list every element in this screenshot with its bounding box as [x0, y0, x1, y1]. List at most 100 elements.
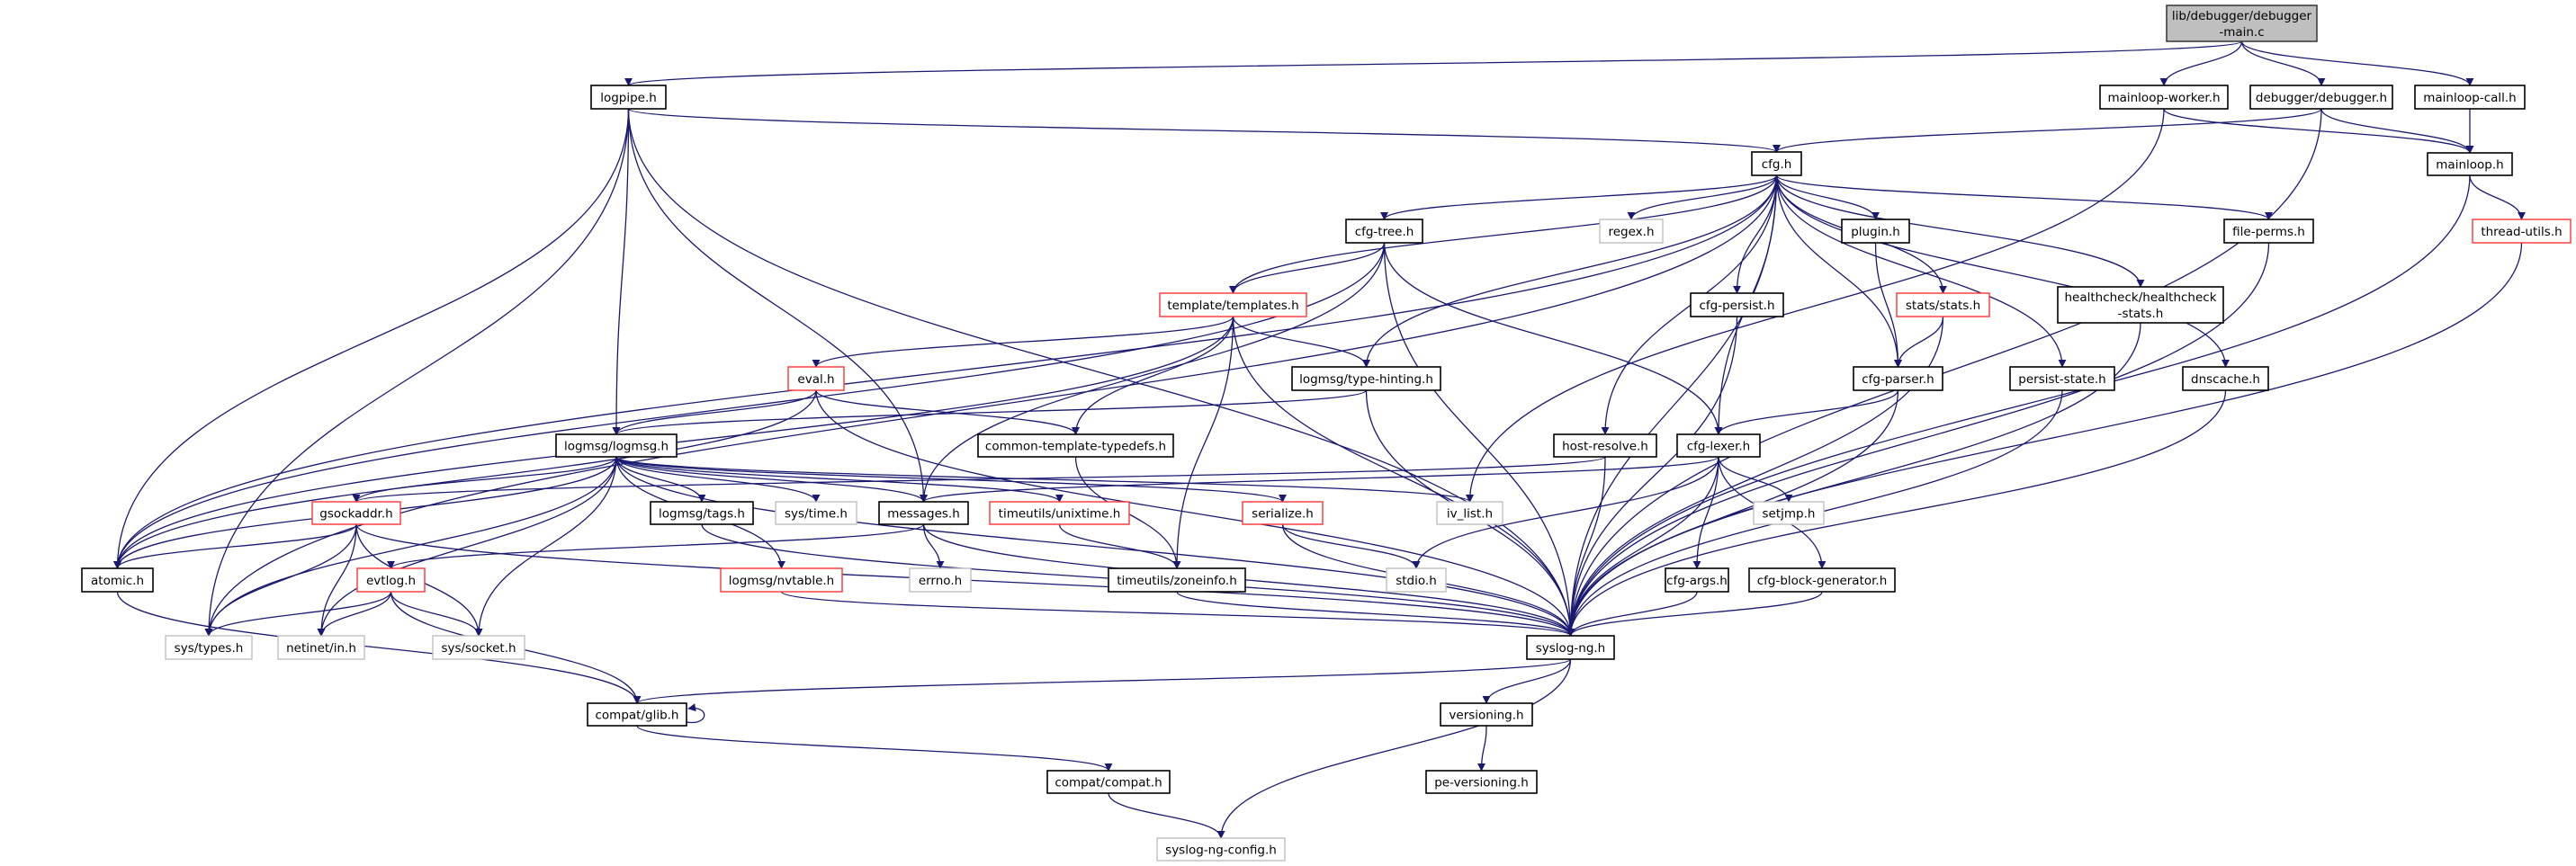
edge-syslog-ng-to-compat-glib — [633, 658, 1572, 704]
node-box — [1242, 501, 1324, 525]
node-box — [277, 635, 365, 660]
node-box — [2249, 85, 2393, 110]
node-box — [2223, 219, 2314, 244]
node-label: eval.h — [797, 372, 834, 387]
node-persist-state[interactable]: persist-state.h — [2009, 366, 2115, 391]
node-label: atomic.h — [91, 574, 144, 588]
node-debugger[interactable]: debugger/debugger.h — [2249, 85, 2393, 110]
node-iv-list: iv_list.h — [1436, 501, 1503, 525]
node-unixtime[interactable]: timeutils/unixtime.h — [989, 501, 1130, 525]
node-logmsg[interactable]: logmsg/logmsg.h — [555, 433, 678, 458]
node-cfg-tree[interactable]: cfg-tree.h — [1345, 219, 1423, 244]
edge-cfg-tree-to-messages — [920, 242, 1386, 503]
node-gsockaddr[interactable]: gsockaddr.h — [311, 501, 401, 525]
node-mainloop-worker[interactable]: mainloop-worker.h — [2099, 85, 2229, 110]
node-serialize[interactable]: serialize.h — [1242, 501, 1324, 525]
node-plugin[interactable]: plugin.h — [1841, 219, 1910, 244]
node-host-resolve[interactable]: host-resolve.h — [1553, 433, 1657, 458]
edge-messages-to-syslog-ng — [922, 523, 1575, 637]
node-compat-glib[interactable]: compat/glib.h — [587, 702, 687, 727]
node-box — [775, 501, 857, 525]
node-versioning[interactable]: versioning.h — [1440, 702, 1533, 727]
node-label: -main.c — [2219, 25, 2264, 40]
node-label: sys/types.h — [175, 641, 244, 656]
node-atomic[interactable]: atomic.h — [81, 567, 154, 593]
node-logpipe[interactable]: logpipe.h — [590, 85, 667, 110]
node-file-perms[interactable]: file-perms.h — [2223, 219, 2314, 244]
node-thread-utils[interactable]: thread-utils.h — [2472, 219, 2572, 244]
node-messages[interactable]: messages.h — [878, 501, 969, 525]
node-label: logmsg/tags.h — [659, 507, 745, 522]
node-root[interactable]: lib/debugger/debugger -main.c — [2166, 4, 2318, 42]
node-zoneinfo[interactable]: timeutils/zoneinfo.h — [1108, 567, 1246, 593]
node-box — [1386, 567, 1447, 593]
edge-templates-to-zoneinfo — [1172, 316, 1234, 569]
edge-logmsg-to-tags — [615, 456, 706, 503]
node-netinet-in: netinet/in.h — [277, 635, 365, 660]
node-box — [1291, 366, 1441, 391]
edge-evtlog-to-netinet-in — [317, 591, 392, 637]
node-tags[interactable]: logmsg/tags.h — [650, 501, 754, 525]
edge-logmsg-to-iv-list — [615, 456, 1474, 503]
node-syslog-ng-config: syslog-ng-config.h — [1156, 837, 1286, 862]
edge-logmsg-to-messages — [615, 456, 928, 503]
edge-logpipe-to-cfg — [627, 108, 1781, 153]
edge-root-to-debugger — [2240, 40, 2326, 86]
node-box — [989, 501, 1130, 525]
node-label: dnscache.h — [2191, 372, 2260, 387]
node-box — [311, 501, 401, 525]
node-box — [2009, 366, 2115, 391]
node-box — [878, 501, 969, 525]
edge-plugin-to-cfg-parser — [1874, 242, 1902, 368]
node-label: messages.h — [887, 507, 960, 522]
edge-cfg-to-persist-state — [1775, 174, 2067, 368]
node-healthcheck[interactable]: healthcheck/healthcheck-stats.h — [2057, 286, 2224, 324]
edge-host-resolve-to-gsockaddr — [352, 456, 1606, 503]
node-mainloop[interactable]: mainloop.h — [2427, 152, 2513, 176]
node-mainloop-call[interactable]: mainloop-call.h — [2414, 85, 2526, 110]
edge-logmsg-to-serialize — [615, 456, 1287, 503]
node-box — [720, 567, 843, 593]
edge-host-resolve-to-syslog-ng — [1566, 456, 1606, 637]
node-pe-versioning[interactable]: pe-versioning.h — [1425, 770, 1538, 794]
edge-cfg-to-healthcheck — [1775, 174, 2145, 288]
node-eval[interactable]: eval.h — [787, 366, 845, 391]
edge-root-to-mainloop-worker — [2159, 40, 2243, 86]
edge-cfg-lexer-to-syslog-ng — [1566, 456, 1719, 637]
node-compat-compat[interactable]: compat/compat.h — [1046, 770, 1171, 794]
node-label: serialize.h — [1252, 507, 1314, 522]
node-box — [650, 501, 754, 525]
node-syslog-ng[interactable]: syslog-ng.h — [1526, 635, 1615, 660]
node-cfg-args[interactable]: cfg-args.h — [1665, 567, 1729, 593]
node-label: logmsg/nvtable.h — [729, 574, 834, 588]
node-sys-socket: sys/socket.h — [432, 635, 525, 660]
node-label: persist-state.h — [2018, 372, 2105, 387]
edge-cfg-to-file-perms — [1775, 174, 2273, 220]
node-common-template-typedefs[interactable]: common-template-typedefs.h — [977, 433, 1174, 458]
node-cfg-lexer[interactable]: cfg-lexer.h — [1676, 433, 1761, 458]
edge-logmsg-to-netinet-in — [317, 456, 617, 637]
node-label: thread-utils.h — [2481, 225, 2562, 239]
node-label: mainloop-worker.h — [2107, 91, 2220, 105]
node-box — [977, 433, 1174, 458]
edge-mainloop-worker-to-mainloop — [2163, 108, 2474, 154]
node-dnscache[interactable]: dnscache.h — [2182, 366, 2269, 391]
node-cfg-parser[interactable]: cfg-parser.h — [1853, 366, 1943, 391]
node-cfg-block-generator[interactable]: cfg-block-generator.h — [1748, 567, 1896, 593]
node-box — [1751, 151, 1802, 176]
node-box — [1156, 837, 1286, 862]
node-label: lib/debugger/debugger — [2172, 9, 2312, 23]
node-stats[interactable]: stats/stats.h — [1896, 292, 1990, 317]
node-templates[interactable]: template/templates.h — [1159, 292, 1307, 317]
edge-dnscache-to-syslog-ng — [1566, 389, 2227, 637]
node-nvtable[interactable]: logmsg/nvtable.h — [720, 567, 843, 593]
node-cfg-persist[interactable]: cfg-persist.h — [1690, 292, 1784, 317]
node-type-hinting[interactable]: logmsg/type-hinting.h — [1291, 366, 1441, 391]
edge-cfg-parser-to-syslog-ng — [1566, 389, 1899, 637]
node-evtlog[interactable]: evtlog.h — [356, 567, 426, 593]
node-label: evtlog.h — [366, 574, 416, 588]
node-cfg[interactable]: cfg.h — [1751, 151, 1802, 176]
edge-logmsg-to-gsockaddr — [352, 456, 617, 503]
edge-type-hinting-to-logmsg — [612, 389, 1368, 435]
